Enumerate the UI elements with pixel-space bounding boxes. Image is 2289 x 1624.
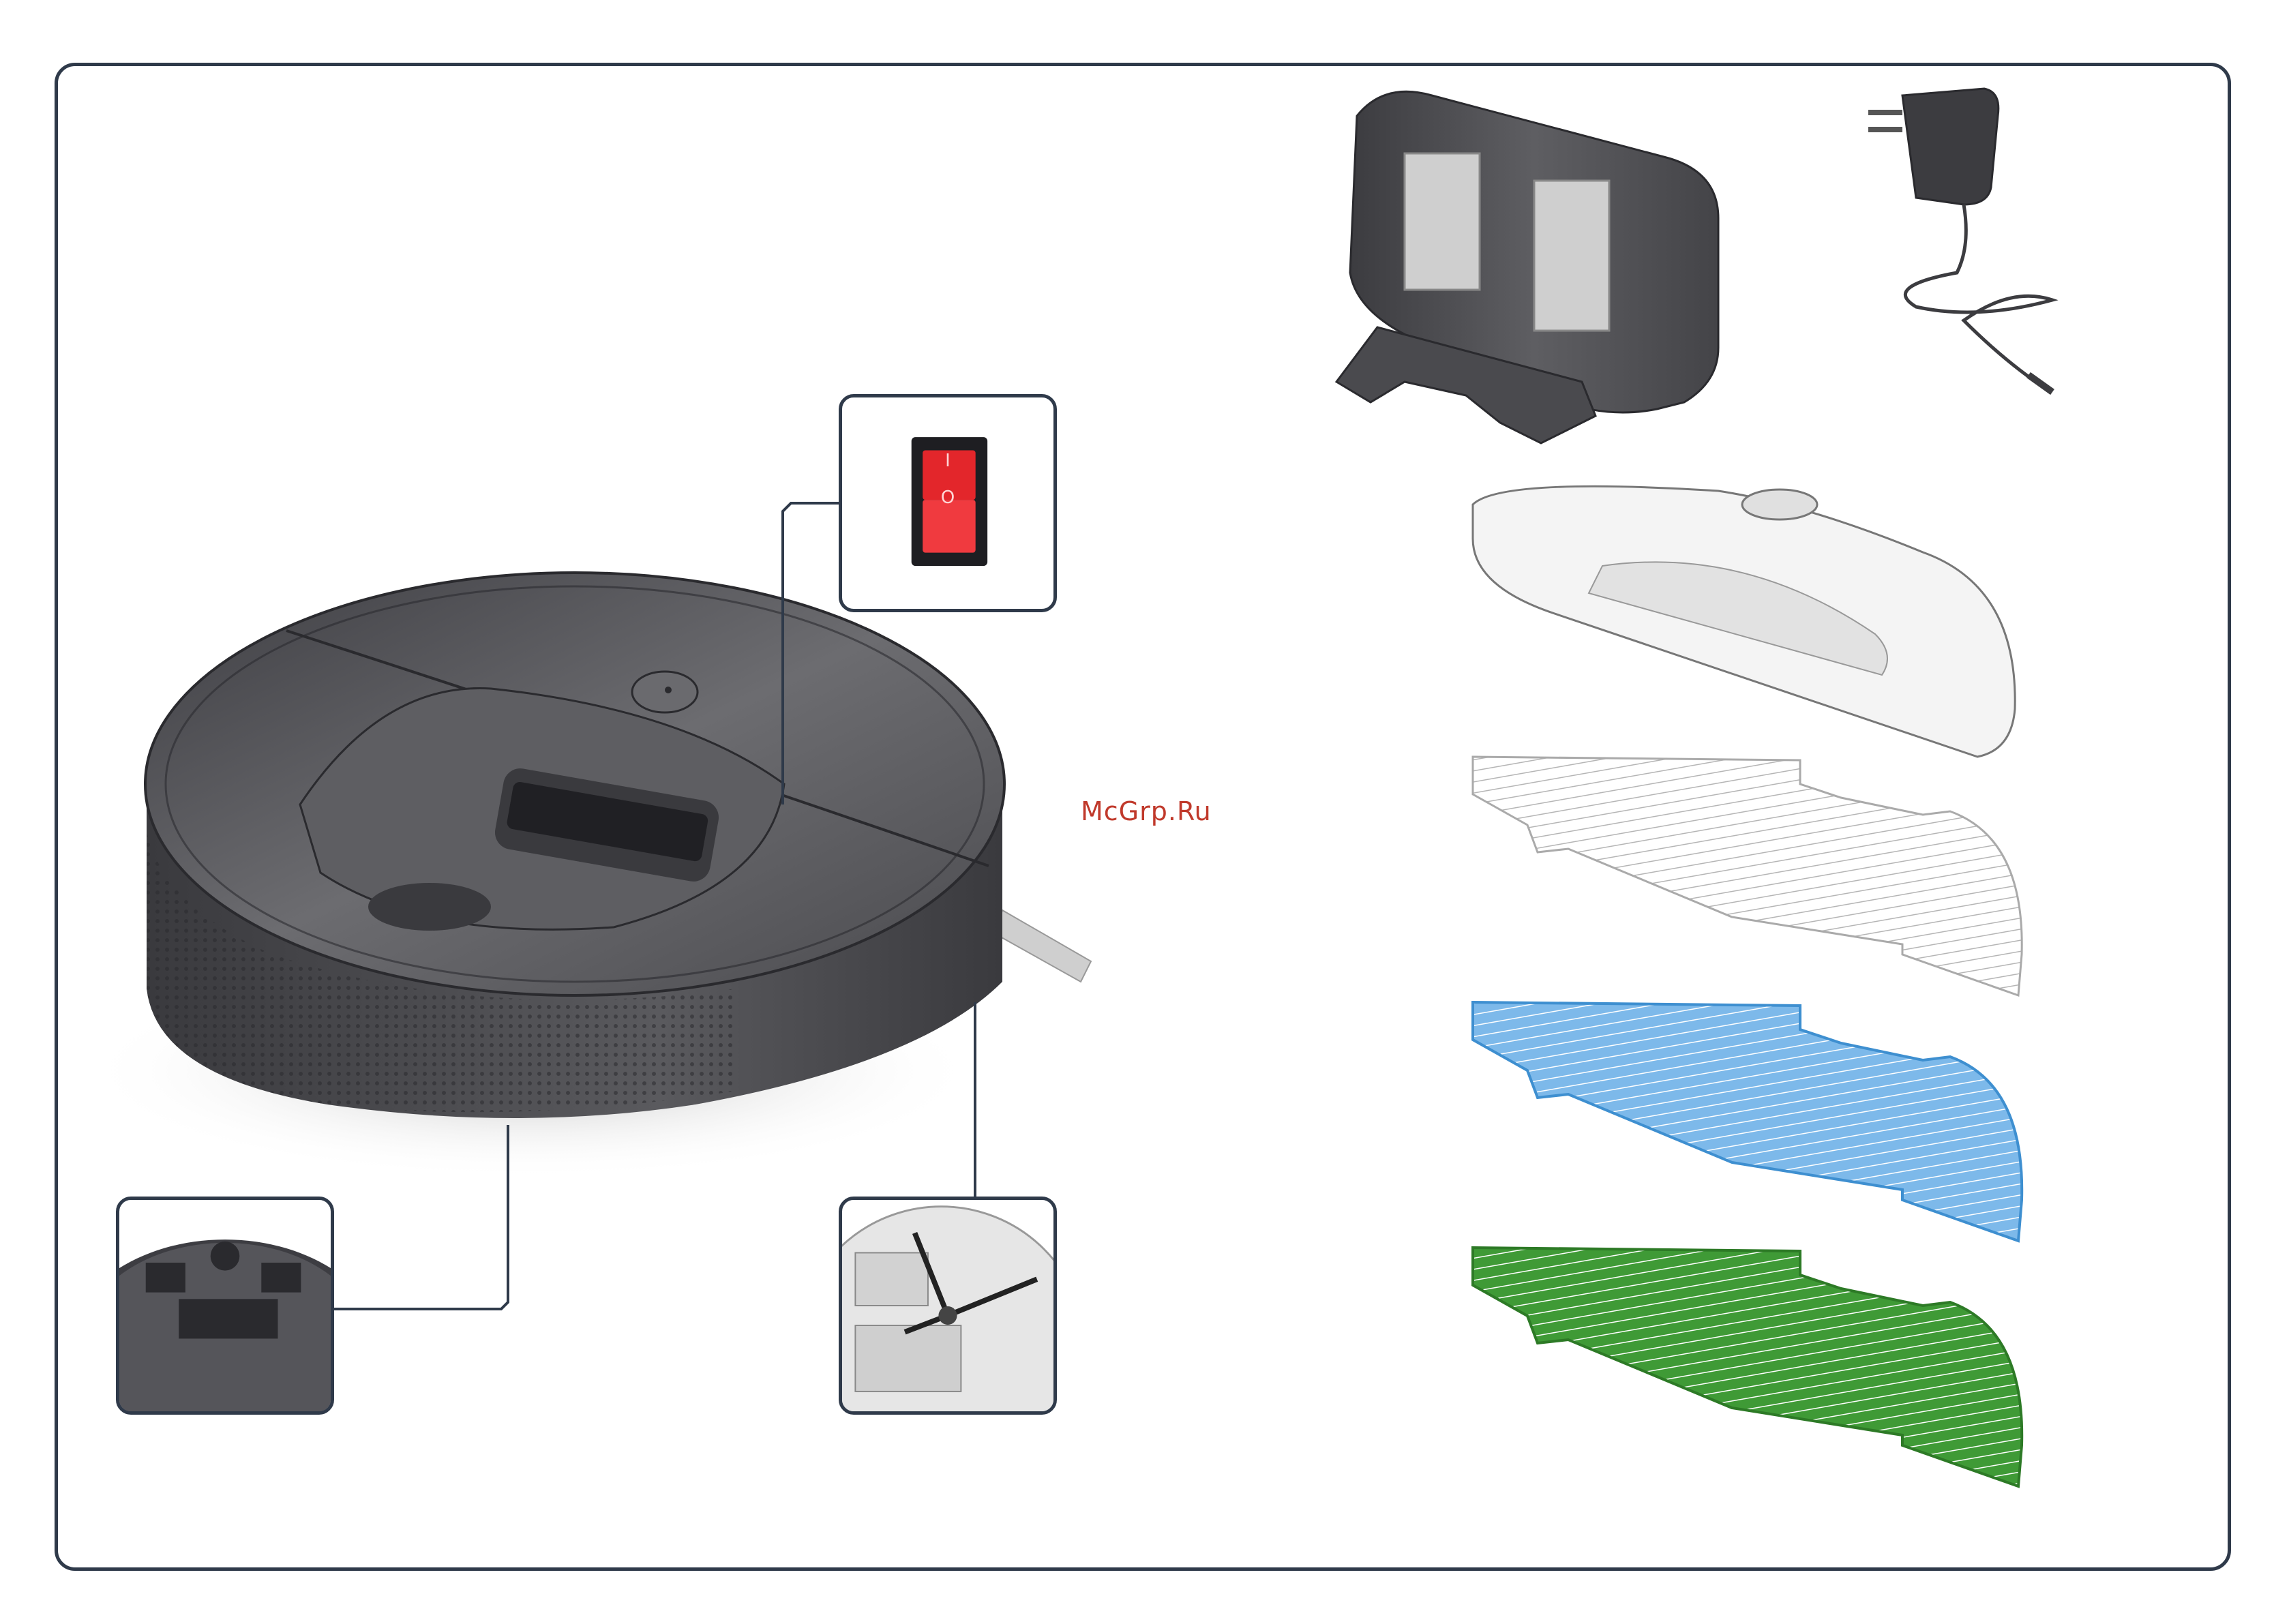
side-brush-icon <box>842 1200 1053 1411</box>
switch-off-mark: O <box>842 487 1053 508</box>
robot-underside-icon <box>119 1200 331 1411</box>
switch-on-mark: I <box>842 451 1053 471</box>
mop-pad-green <box>1473 1248 2022 1486</box>
robot-vacuum-icon <box>82 573 1091 1179</box>
power-switch-callout: I O <box>839 394 1057 612</box>
mop-pad-white <box>1473 757 2022 995</box>
charging-dock-icon <box>1336 91 1718 443</box>
mop-bracket-icon <box>1473 486 2015 757</box>
watermark-text: McGrp.Ru <box>1081 796 1212 826</box>
robot-underside-callout <box>116 1197 334 1415</box>
side-brush-callout <box>839 1197 1057 1415</box>
power-adapter-icon <box>1868 89 2052 392</box>
mop-pad-blue <box>1473 1002 2022 1241</box>
